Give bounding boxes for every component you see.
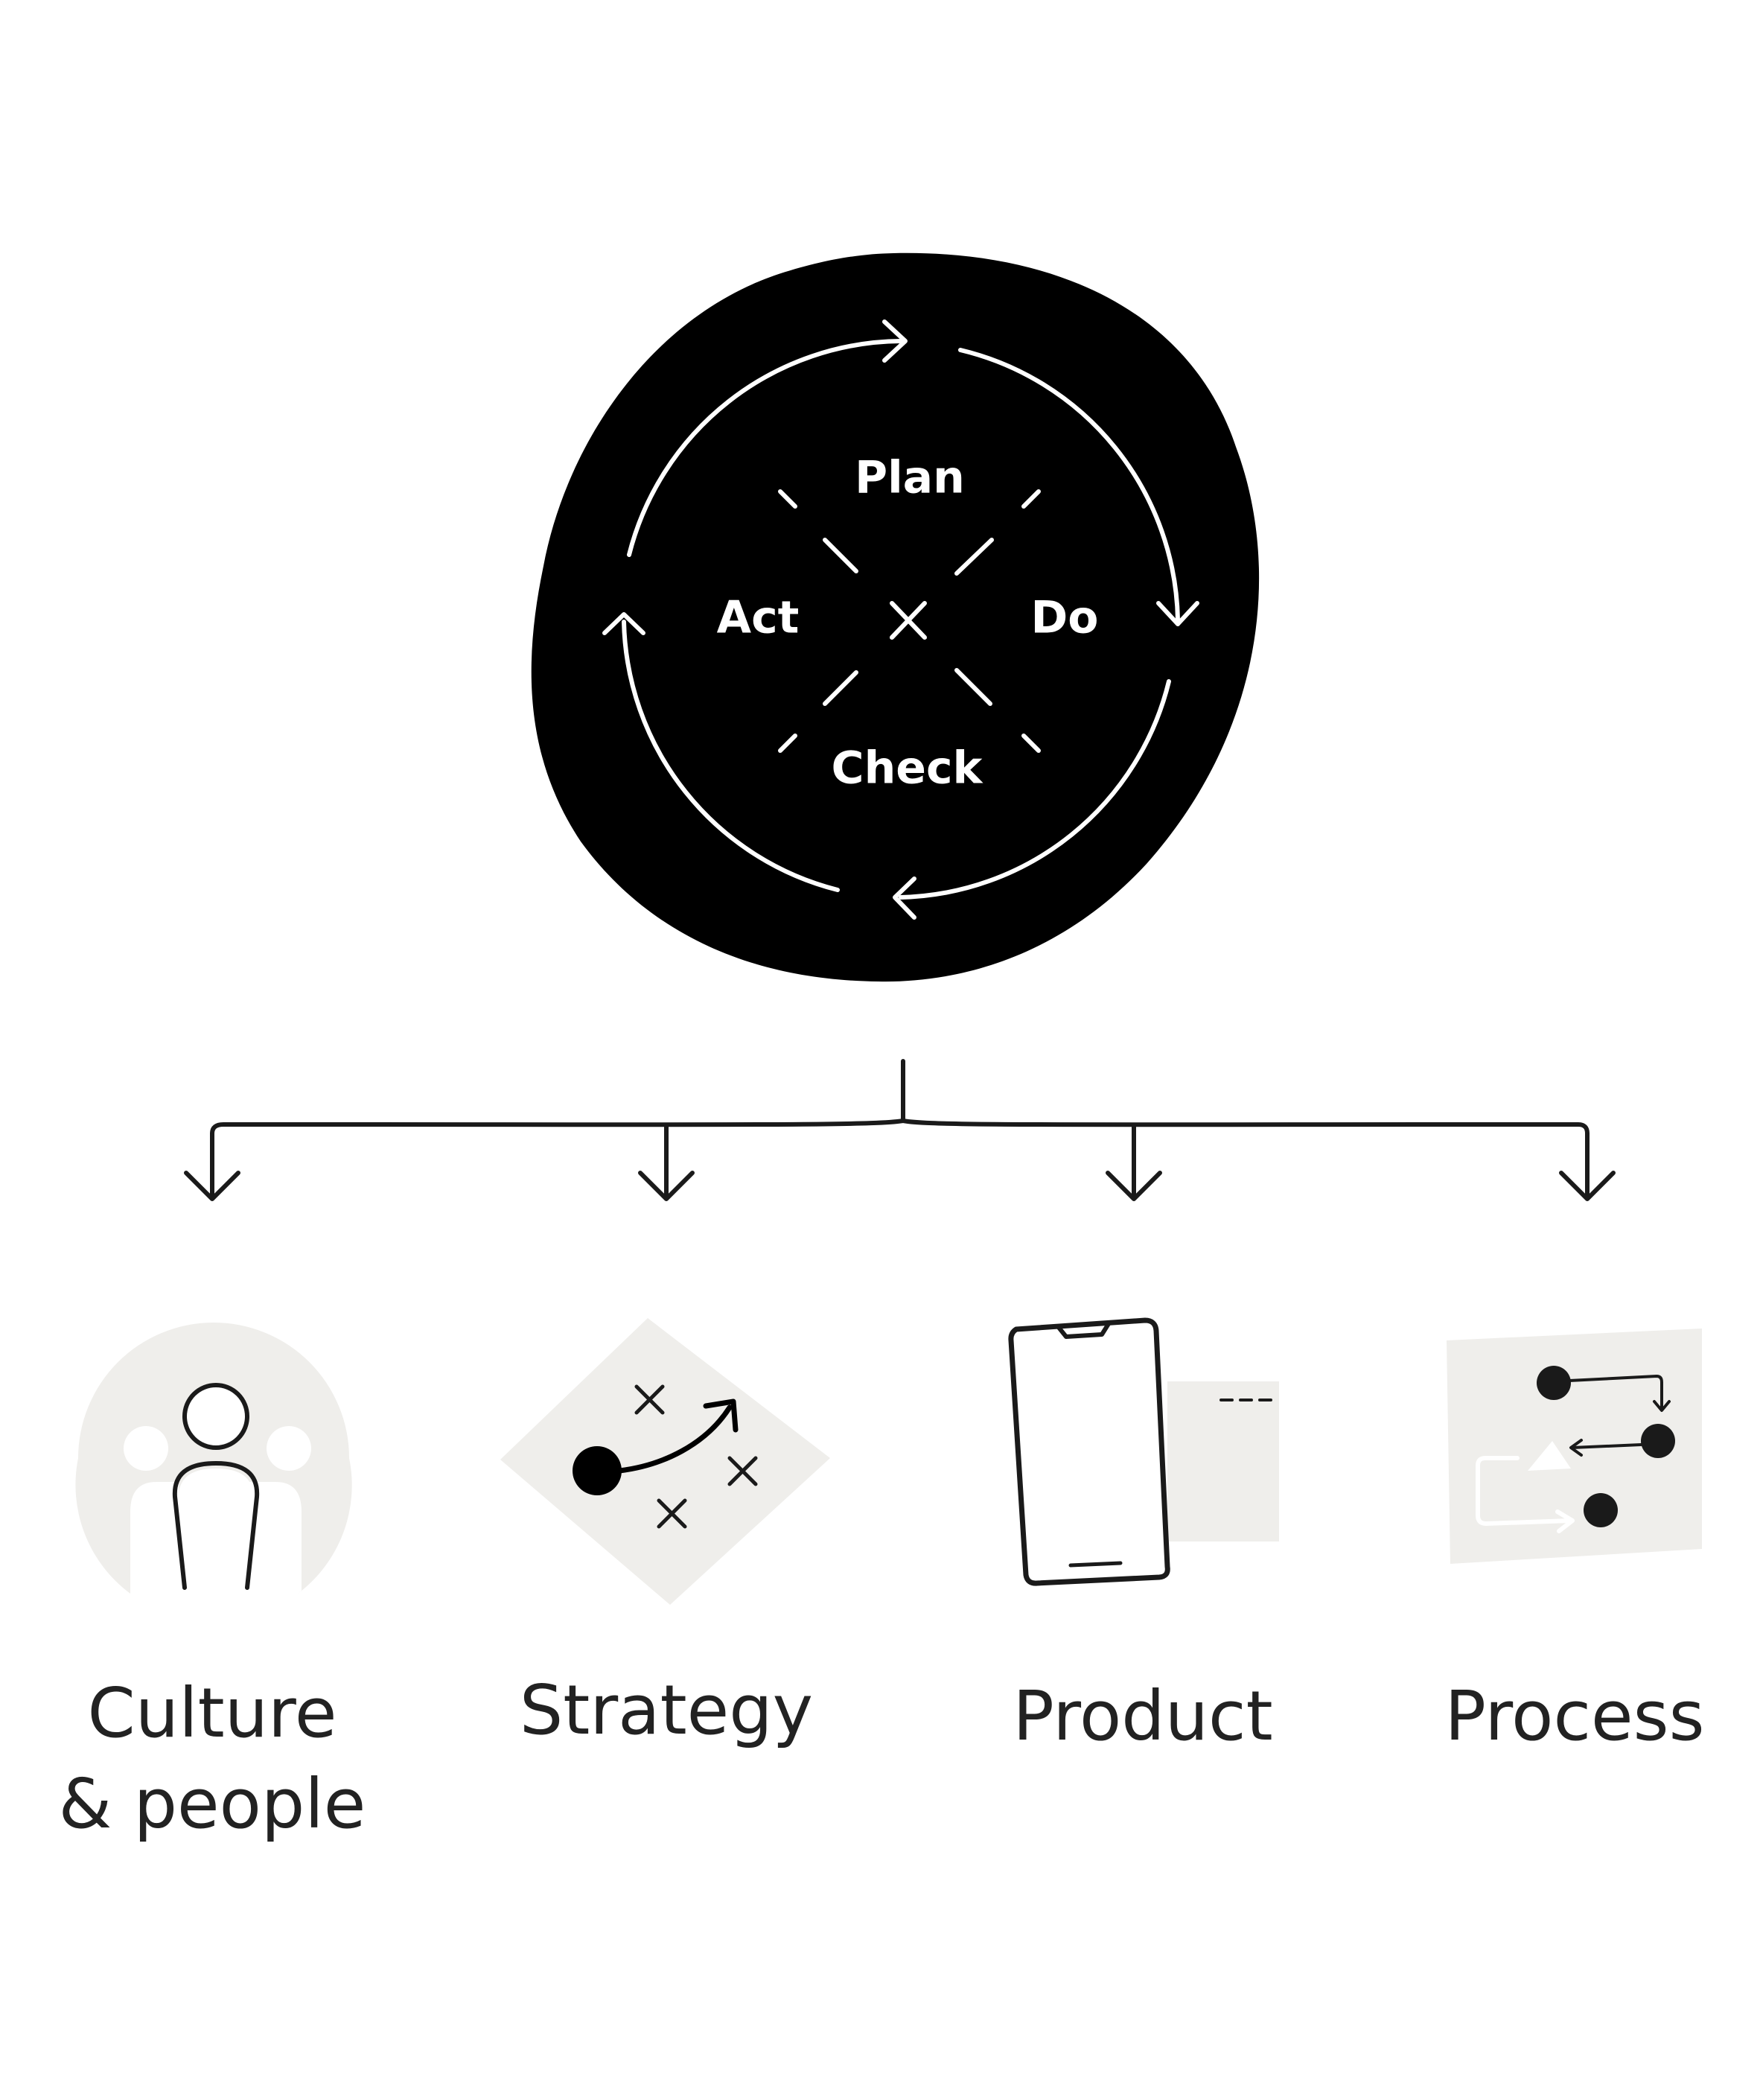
people-icon <box>75 1323 352 1594</box>
category-label-line-1: Product <box>1013 1676 1273 1756</box>
bar-right <box>901 1119 1590 1136</box>
cycle-cross <box>778 489 1041 753</box>
arc-check-to-act <box>622 620 840 892</box>
category-product: Product <box>960 1671 1325 1762</box>
category-strategy: Strategy <box>484 1665 849 1756</box>
category-culture-people: Culture & people <box>30 1668 395 1850</box>
process-flow-icon <box>1447 1329 1702 1564</box>
cycle-arrows <box>602 319 1199 920</box>
category-label-line-1: Process <box>1444 1676 1705 1756</box>
chevron-down-icon <box>1106 1171 1162 1201</box>
phone-icon <box>1008 1317 1279 1586</box>
pdca-cycle: Plan Do Check Act <box>531 252 1260 982</box>
category-label-line-1: Culture <box>87 1673 337 1753</box>
arc-act-to-plan <box>627 339 903 557</box>
arrowhead-do <box>1156 601 1199 626</box>
cycle-disc <box>531 252 1260 982</box>
chevron-down-icon <box>184 1171 240 1201</box>
cycle-labels: Plan Do Check Act <box>717 452 1099 795</box>
category-process: Process <box>1396 1671 1753 1762</box>
arrowhead-act <box>602 612 645 635</box>
arrowhead-plan <box>882 319 908 363</box>
bar-left <box>210 1119 905 1136</box>
branch-connector <box>184 1059 1616 1201</box>
strategy-icon <box>500 1318 830 1605</box>
arc-plan-to-do <box>958 348 1180 622</box>
label-check: Check <box>832 742 984 795</box>
category-label-line-2: & people <box>58 1764 366 1844</box>
chevron-down-icon <box>638 1171 695 1201</box>
center-x-stroke-2 <box>890 601 927 640</box>
arc-do-to-check <box>899 679 1171 900</box>
arrowhead-check <box>893 876 916 920</box>
label-act: Act <box>717 592 800 644</box>
label-plan: Plan <box>855 452 965 504</box>
label-do: Do <box>1030 592 1098 644</box>
category-label-line-1: Strategy <box>519 1670 814 1750</box>
chevron-down-icon <box>1559 1171 1616 1201</box>
